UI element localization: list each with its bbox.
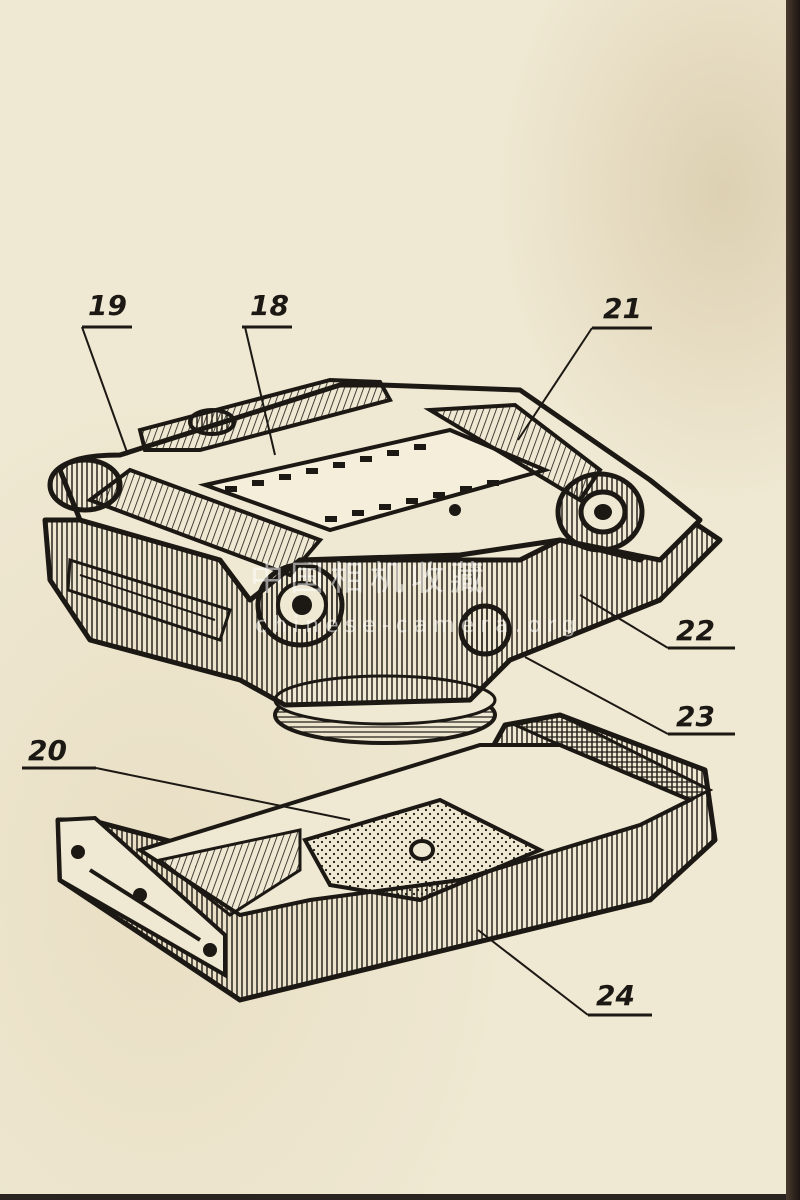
page-edge xyxy=(786,0,800,1200)
callout-18: 18 xyxy=(250,289,289,322)
watermark-chinese: 中国相机收藏 xyxy=(250,559,490,599)
camera-body xyxy=(42,377,723,745)
callout-22: 22 xyxy=(676,614,715,647)
callout-20: 20 xyxy=(28,734,67,767)
camera-diagram: 19 18 21 22 23 20 24 中国相机收藏 chinese-came… xyxy=(22,289,735,1017)
bottom-cover xyxy=(55,712,718,1003)
callout-19: 19 xyxy=(88,289,127,322)
callout-24: 24 xyxy=(596,979,635,1012)
leader-lines xyxy=(22,325,735,1017)
callout-21: 21 xyxy=(603,292,642,325)
callout-23: 23 xyxy=(676,700,715,733)
watermark-url: chinese-camera.org xyxy=(255,613,582,638)
